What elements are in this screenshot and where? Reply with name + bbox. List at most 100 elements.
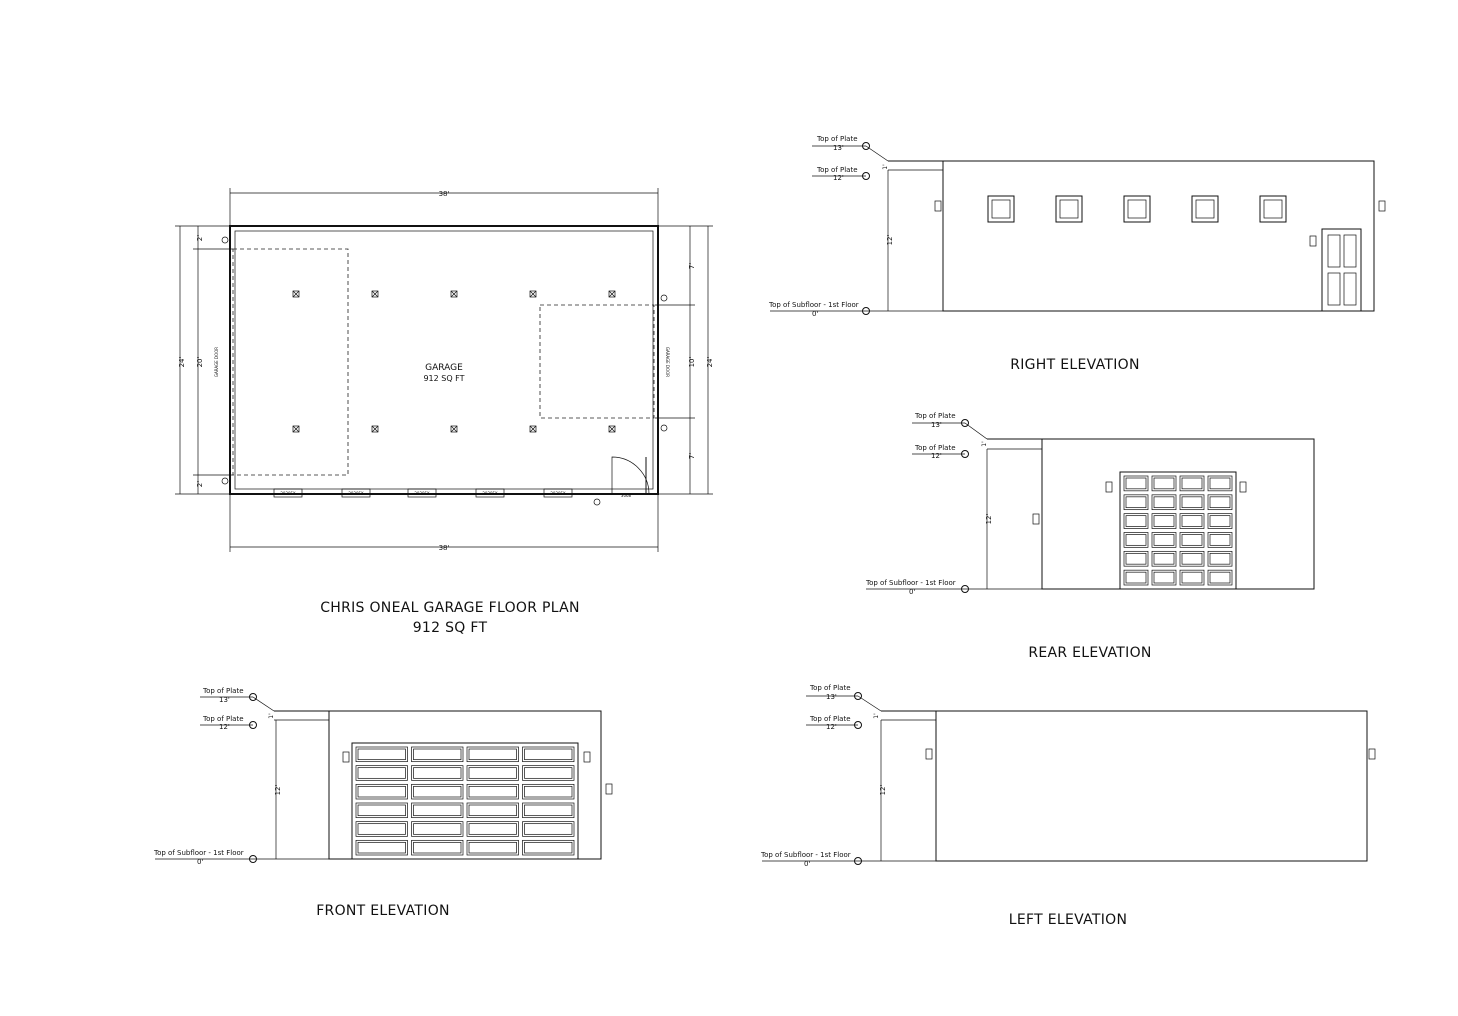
door-panel — [411, 783, 464, 800]
dim-parapet: 1' — [268, 713, 275, 719]
door-panel-inset — [357, 767, 406, 779]
room-area: 912 SQ FT — [423, 374, 464, 383]
floor-plan — [175, 188, 713, 552]
door-panel — [1207, 513, 1233, 529]
dim-left-top: 2' — [196, 235, 204, 241]
door-panel — [355, 746, 408, 763]
door-panel — [466, 821, 519, 837]
right-elevation-drawing — [770, 142, 1386, 315]
door-panel-inset — [1181, 552, 1203, 565]
level-label: Top of Plate — [914, 412, 956, 420]
door-panel-inset — [357, 785, 406, 798]
door-panel — [411, 802, 464, 819]
dim-height: 12' — [985, 514, 993, 525]
right-elevation-title: RIGHT ELEVATION — [1010, 357, 1140, 373]
door-panel-inset — [1125, 552, 1147, 565]
door-panel — [1207, 550, 1233, 567]
window-label: 2020FX — [348, 491, 363, 496]
dim-left-inner: 20' — [196, 357, 204, 368]
level-value: 13' — [833, 144, 844, 152]
door-panel-inset — [413, 804, 462, 817]
dim-left-outer: 24' — [178, 357, 186, 368]
door-panel — [1179, 494, 1205, 511]
level-label: Top of Plate — [809, 715, 851, 723]
door-panel — [1179, 550, 1205, 567]
floor-plan-subtitle: 912 SQ FT — [412, 620, 488, 636]
level-label: Top of Subfloor - 1st Floor — [153, 849, 244, 857]
door-panel-inset — [1153, 496, 1175, 509]
level-label: Top of Plate — [202, 715, 244, 723]
rear-elevation-title: REAR ELEVATION — [1028, 645, 1152, 661]
right-elevation-windows — [987, 195, 1287, 223]
door-panel — [1151, 532, 1177, 548]
rear-garage-door — [1119, 471, 1237, 590]
rear-elevation-drawing — [866, 419, 1315, 593]
door-panel-inset — [1153, 515, 1175, 527]
level-value: 0' — [812, 310, 818, 318]
window-label: 2020FX — [550, 491, 565, 496]
door-panel — [1151, 475, 1177, 492]
door-panel-inset — [1181, 571, 1203, 584]
dim-height: 12' — [274, 785, 282, 796]
left-door-zone — [232, 248, 349, 476]
door-panel-inset — [524, 823, 573, 835]
door-panel — [355, 765, 408, 781]
level-label: Top of Plate — [816, 166, 858, 174]
door-panel — [522, 802, 575, 819]
door-panel — [1123, 475, 1149, 492]
dim-height: 12' — [886, 235, 894, 246]
front-elevation-drawing — [155, 693, 613, 863]
door-panel-inset — [524, 804, 573, 817]
door-panel — [1151, 550, 1177, 567]
door-panel — [355, 839, 408, 856]
level-value: 13' — [931, 421, 942, 429]
level-value: 12' — [826, 723, 837, 731]
window-label: 2020FX — [280, 491, 295, 496]
door-panel-inset — [1153, 552, 1175, 565]
level-value: 13' — [826, 693, 837, 701]
level-label: Top of Plate — [816, 135, 858, 143]
dim-parapet: 1' — [873, 713, 880, 719]
door-panel — [355, 783, 408, 800]
dim-right-top: 7' — [688, 263, 696, 269]
door-panel — [1207, 475, 1233, 492]
door-panel — [1207, 494, 1233, 511]
interior-wall-line — [234, 230, 654, 490]
front-garage-door — [351, 742, 579, 860]
door-panel — [466, 839, 519, 856]
door-panel-inset — [1209, 571, 1231, 584]
dim-bottom: 38' — [439, 544, 450, 552]
door-panel — [522, 821, 575, 837]
level-value: 0' — [197, 858, 203, 866]
door-panel — [1123, 532, 1149, 548]
level-label: Top of Subfloor - 1st Floor — [760, 851, 851, 859]
right-door-label: GARAGE DOOR — [665, 347, 670, 377]
dim-top: 38' — [439, 190, 450, 198]
door-panel — [411, 746, 464, 763]
door-panel-inset — [357, 823, 406, 835]
door-panel — [1179, 513, 1205, 529]
level-label: Top of Plate — [914, 444, 956, 452]
door-panel — [522, 765, 575, 781]
door-panel — [1179, 569, 1205, 586]
level-label: Top of Plate — [202, 687, 244, 695]
floor-plan-title: CHRIS ONEAL GARAGE FLOOR PLAN — [320, 600, 580, 616]
door-panel-inset — [468, 748, 517, 761]
door-panel-inset — [524, 748, 573, 761]
door-panel — [466, 783, 519, 800]
level-value: 0' — [909, 588, 915, 596]
door-panel-inset — [468, 804, 517, 817]
front-elevation-title: FRONT ELEVATION — [316, 903, 450, 919]
door-panel-inset — [1181, 515, 1203, 527]
dim-right-outer: 24' — [706, 357, 714, 368]
door-panel — [1151, 569, 1177, 586]
door-panel-inset — [1209, 496, 1231, 509]
exterior-wall — [229, 225, 659, 495]
door-panel — [1123, 513, 1149, 529]
dim-parapet: 1' — [882, 164, 889, 170]
door-panel — [466, 765, 519, 781]
door-panel-inset — [357, 841, 406, 854]
door-panel — [466, 802, 519, 819]
